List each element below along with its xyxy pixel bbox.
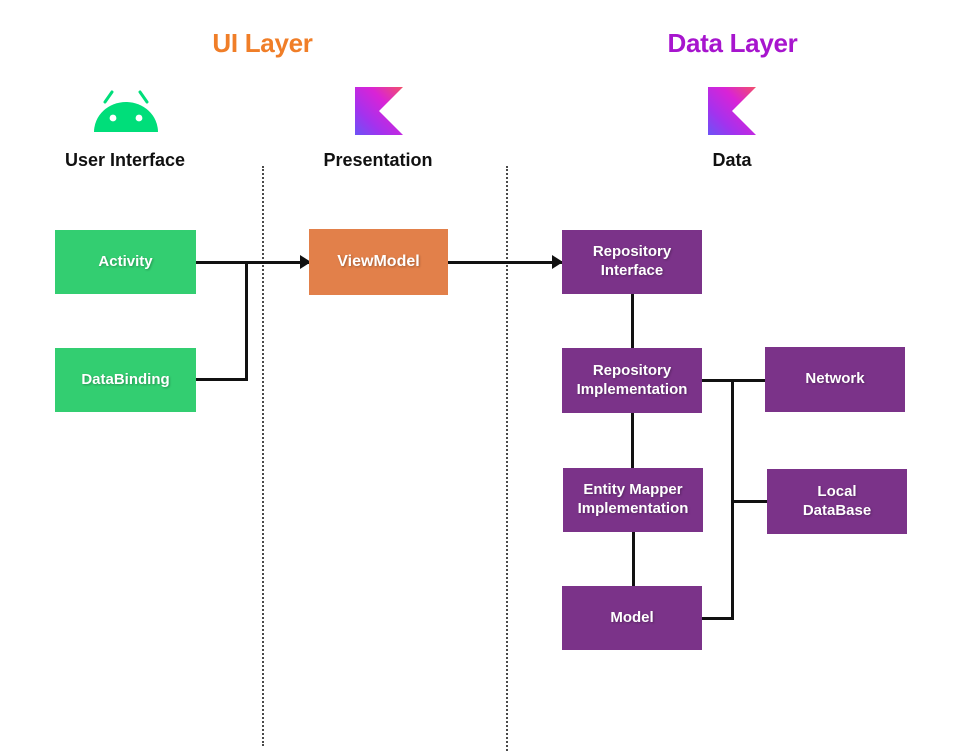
connector-activity-to-viewmodel <box>196 261 311 264</box>
column-caption-presentation: Presentation <box>323 150 433 170</box>
kotlin-icon <box>355 87 403 135</box>
connector-repository-implementation-to-entity-mapper <box>631 412 634 469</box>
data-layer-title: Data Layer <box>667 28 798 58</box>
node-local-database-line1: Local <box>817 482 857 500</box>
column-caption-data: Data <box>712 150 752 170</box>
divider-ui-presentation <box>262 166 264 746</box>
node-repository-implementation-line2: Implementation <box>576 380 688 398</box>
node-local-database[interactable]: Local DataBase <box>767 469 907 534</box>
android-icon <box>92 88 160 136</box>
connector-data-source-bus <box>731 379 734 620</box>
node-model[interactable]: Model <box>562 586 702 650</box>
node-network[interactable]: Network <box>765 347 905 412</box>
connector-bus-to-local-database <box>731 500 769 503</box>
divider-presentation-data <box>506 166 508 751</box>
arrowhead-into-viewmodel <box>300 255 311 269</box>
node-databinding[interactable]: DataBinding <box>55 348 196 412</box>
node-activity[interactable]: Activity <box>55 230 196 294</box>
node-viewmodel[interactable]: ViewModel <box>309 229 448 295</box>
connector-databinding-to-viewmodel <box>196 378 247 381</box>
connector-viewmodel-to-repository-interface <box>448 261 563 264</box>
node-repository-implementation-line1: Repository <box>592 361 672 379</box>
connector-ui-bundle-vertical <box>245 261 248 381</box>
connector-entity-mapper-to-model <box>632 531 635 587</box>
node-local-database-line2: DataBase <box>802 501 872 519</box>
kotlin-icon <box>708 87 756 135</box>
node-repository-interface-line1: Repository <box>592 243 672 261</box>
column-caption-user-interface: User Interface <box>64 150 186 170</box>
node-repository-interface[interactable]: Repository Interface <box>562 230 702 294</box>
connector-repository-implementation-to-network <box>702 379 767 382</box>
connector-model-to-bus <box>701 617 734 620</box>
node-entity-mapper-line1: Entity Mapper <box>583 481 683 499</box>
node-entity-mapper-implementation[interactable]: Entity Mapper Implementation <box>563 468 703 532</box>
node-repository-interface-line2: Interface <box>600 262 664 279</box>
ui-layer-title: UI Layer <box>212 28 313 58</box>
connector-repository-interface-to-implementation <box>631 293 634 349</box>
node-entity-mapper-line2: Implementation <box>577 500 689 517</box>
node-repository-implementation[interactable]: Repository Implementation <box>562 348 702 413</box>
arrowhead-into-repository-interface <box>552 255 563 269</box>
